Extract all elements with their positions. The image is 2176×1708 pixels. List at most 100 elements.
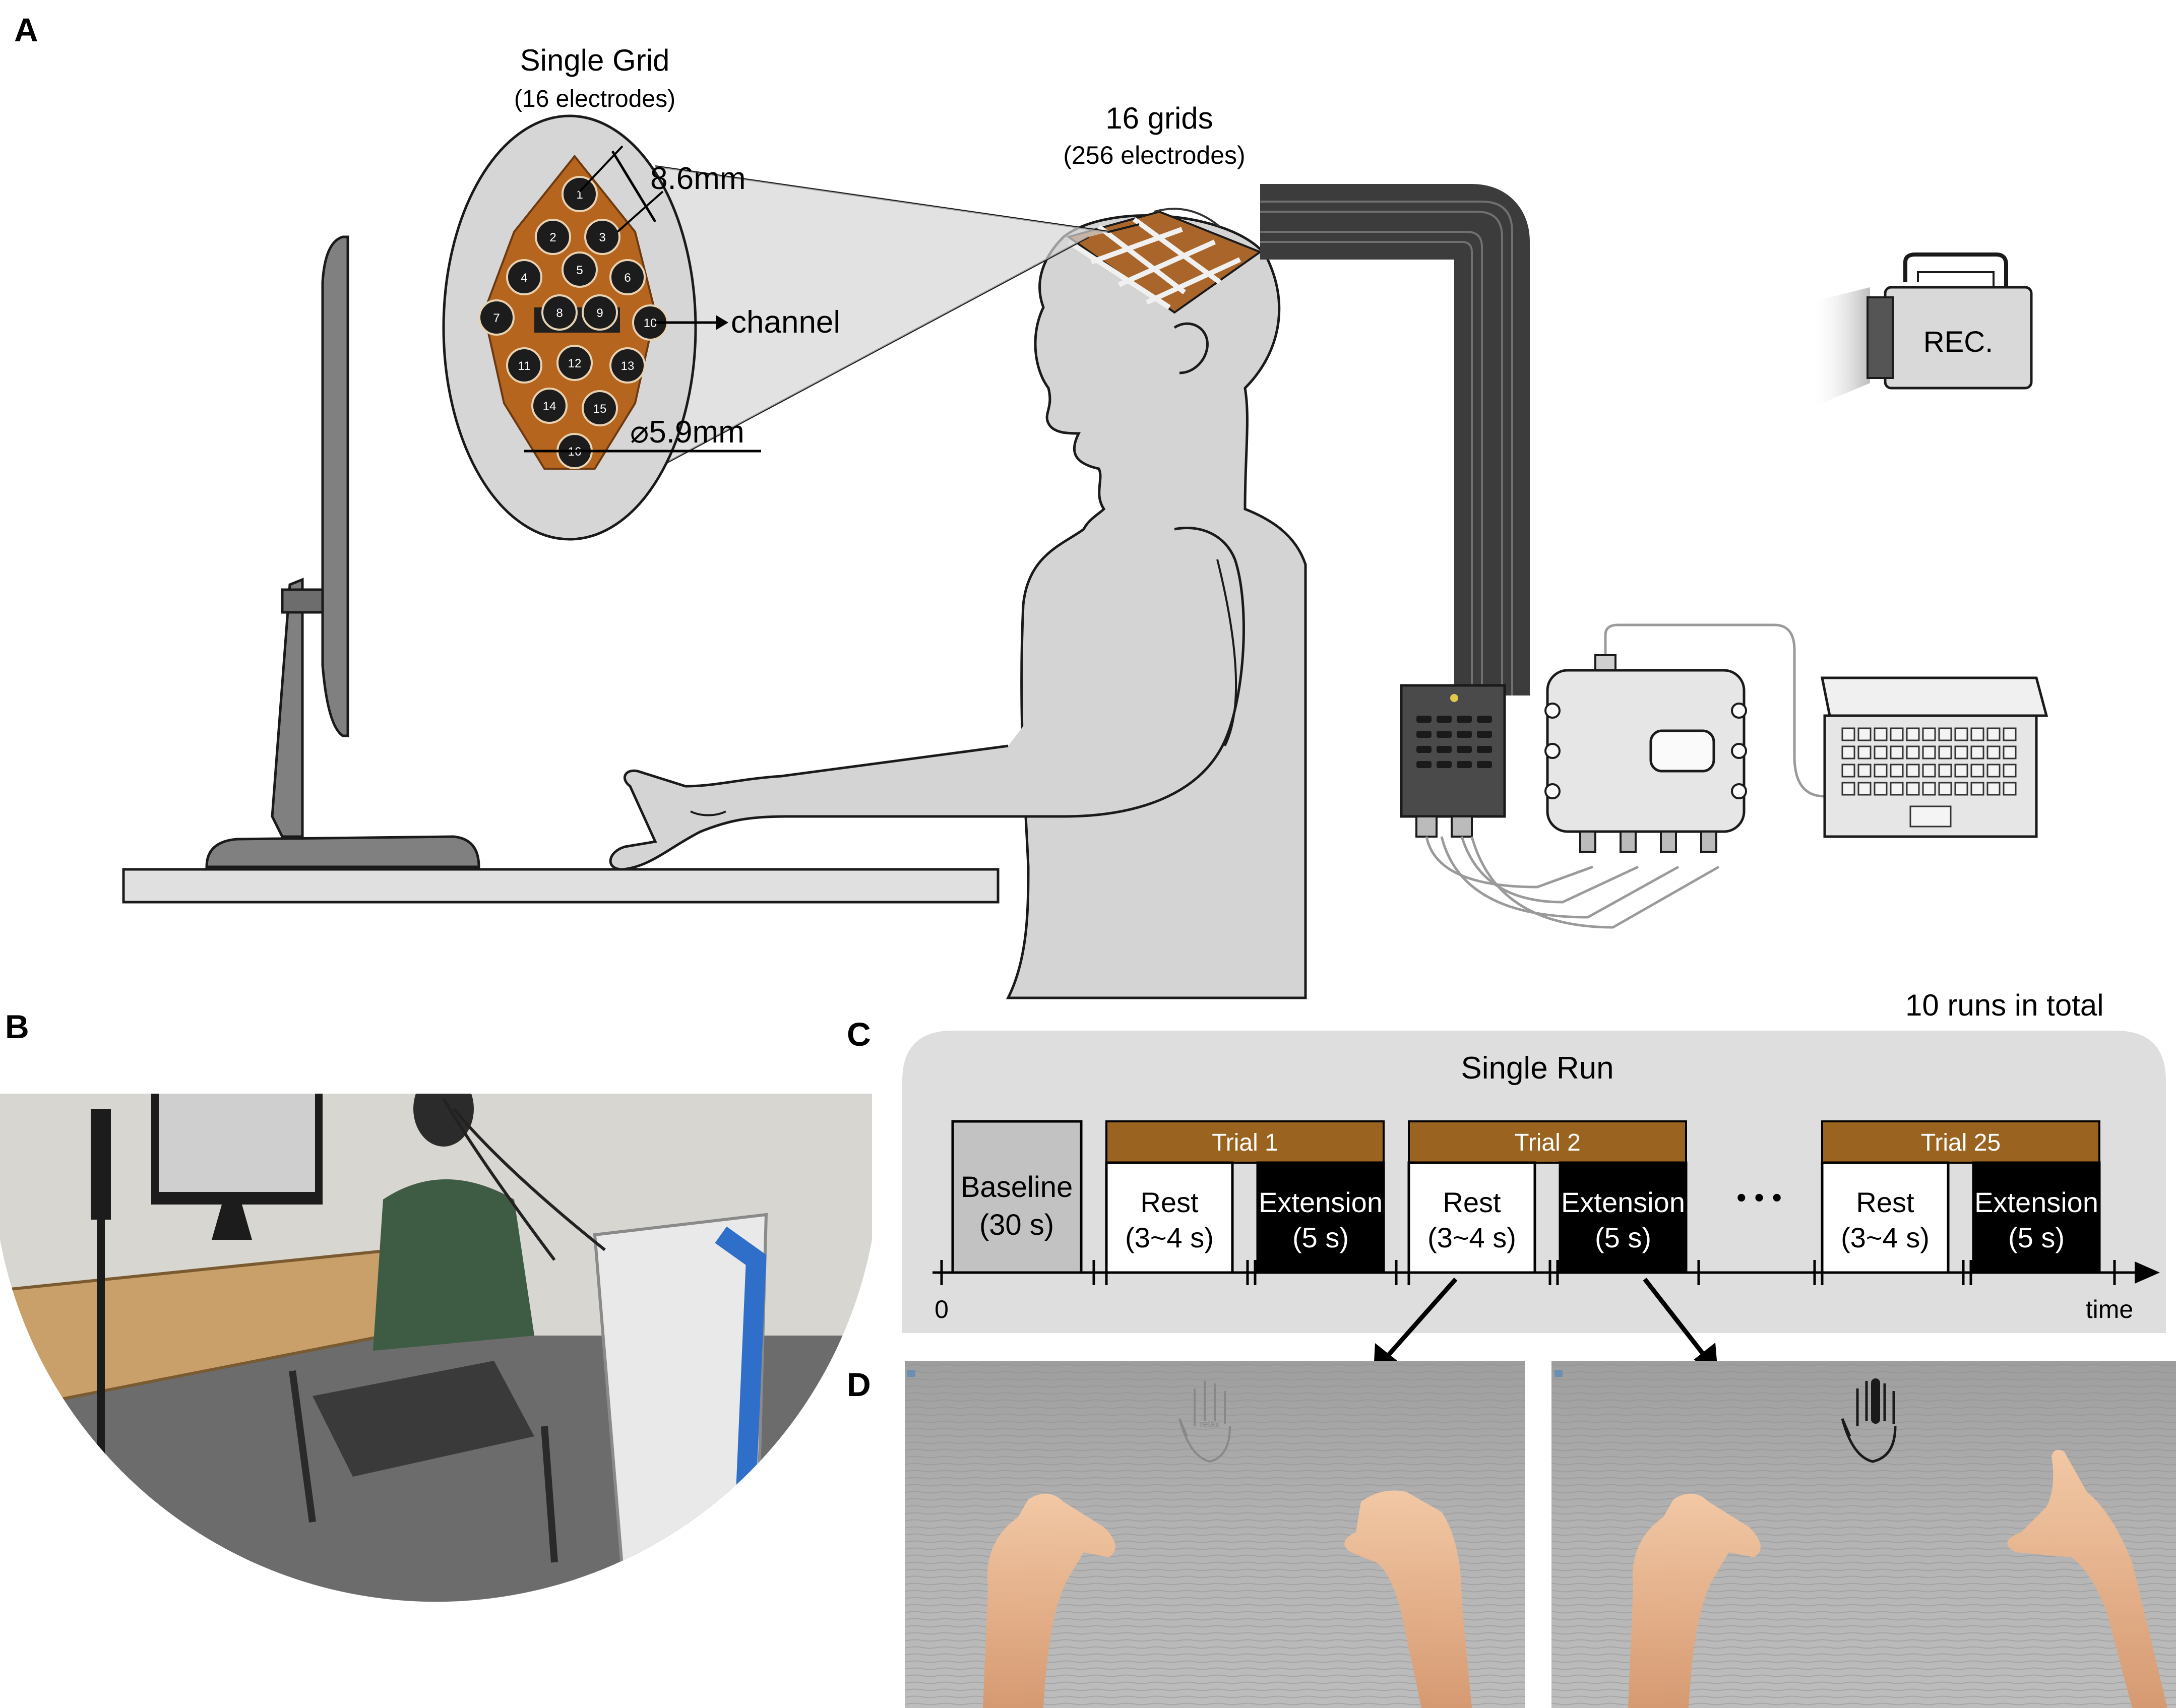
laptop-key (1841, 764, 1855, 778)
laptop-key (1970, 745, 1984, 760)
electrode (584, 219, 620, 255)
panel-label-a: A (14, 11, 38, 48)
electrode (562, 251, 598, 288)
electrode-number: 8 (556, 306, 563, 320)
baseline-block (951, 1120, 1083, 1274)
laptop-key (1922, 727, 1936, 741)
laptop-key (1954, 745, 1968, 760)
laptop-key (1906, 764, 1920, 778)
laptop-key (1954, 764, 1968, 778)
laptop-key (1938, 782, 1952, 796)
electrode-number: 5 (576, 264, 583, 277)
laptop-key (1857, 764, 1872, 778)
laptop-key (1874, 782, 1888, 796)
laptop-key (2003, 782, 2017, 796)
extension-block (1972, 1161, 2101, 1274)
panel-a: A (14, 11, 2048, 999)
laptop-key (1954, 727, 1968, 741)
right-hand-ext (2007, 1449, 2167, 1708)
electrode (582, 294, 618, 331)
trial-title: Trial 2 (1514, 1129, 1581, 1156)
laptop-key (1938, 745, 1952, 760)
monitor-illustration (205, 235, 480, 868)
electrode-number: 6 (624, 271, 631, 285)
rest-duration: (3~4 s) (1427, 1222, 1516, 1253)
laptop-key (2003, 764, 2017, 778)
electrode-number: 10 (644, 317, 657, 330)
electrode (609, 347, 646, 384)
axis-time-label: time (2086, 1295, 2133, 1323)
laptop-key (1857, 727, 1872, 741)
camera-rec-label: REC. (1923, 326, 1994, 358)
laptop-key (1922, 764, 1936, 778)
laptop-key (1841, 782, 1855, 796)
panel-label-d: D (847, 1366, 871, 1403)
electrode (562, 176, 598, 212)
trial-blocks: Trial 1 Rest (3~4 s) Extension (5 s) Trial 2 R… (1105, 1120, 2101, 1274)
electrode (535, 219, 571, 255)
grids-subtitle: (256 electrodes) (1063, 141, 1245, 169)
electrode-number: 13 (621, 359, 635, 373)
laptop-key (2003, 727, 2017, 741)
experiment-photo (0, 1094, 872, 1602)
participant-silhouette (609, 214, 1307, 999)
electrode-number: 11 (518, 359, 531, 373)
electrode (506, 347, 542, 384)
extension-block (1256, 1161, 1385, 1274)
electrode-number: 3 (599, 231, 605, 244)
laptop-key (1890, 782, 1904, 796)
left-hand-ext (1628, 1493, 1761, 1708)
trial-title: Trial 1 (1212, 1129, 1278, 1156)
extension-duration: (5 s) (1292, 1222, 1349, 1253)
single-grid-title: Single Grid (520, 43, 670, 77)
laptop-key (1938, 764, 1952, 778)
rest-duration: (3~4 s) (1841, 1222, 1930, 1253)
electrode (506, 259, 542, 295)
electrode-number: 7 (493, 311, 500, 325)
rest-block (1821, 1161, 1950, 1274)
screen-extension (1551, 1361, 2176, 1708)
electrode (556, 345, 593, 381)
electrode (478, 299, 515, 336)
extension-label: Extension (1561, 1186, 1685, 1218)
axis-start-label: 0 (935, 1295, 949, 1323)
relax-hand-icon (1178, 1381, 1231, 1463)
baseline-duration: (30 s) (979, 1209, 1054, 1241)
panel-b: B (0, 1008, 872, 1602)
electrode (609, 259, 646, 295)
laptop-key (1954, 782, 1968, 796)
single-grid-subtitle: (16 electrodes) (514, 86, 675, 112)
grids-title: 16 grids (1105, 101, 1213, 135)
extension-block (1559, 1161, 1688, 1274)
laptop-key (1857, 782, 1872, 796)
cable-bundle (1260, 184, 1530, 695)
laptop-key (1890, 745, 1904, 760)
laptop-key (2003, 745, 2017, 760)
laptop-key (1906, 782, 1920, 796)
laptop-key (1986, 745, 2001, 760)
extension-hand-icon (1841, 1378, 1897, 1463)
laptop-key (1922, 782, 1936, 796)
relax-caption: relax (1200, 1419, 1219, 1429)
connection-wires (1425, 623, 1825, 929)
laptop-key (1890, 727, 1904, 741)
total-runs-label: 10 runs in total (1905, 988, 2104, 1022)
laptop-key (1874, 745, 1888, 760)
single-run-title: Single Run (1461, 1051, 1613, 1086)
laptop-key (1986, 727, 2001, 741)
laptop-key (1970, 764, 1984, 778)
trial-title: Trial 25 (1921, 1129, 2001, 1156)
rest-label: Rest (1443, 1186, 1501, 1218)
channel-label: channel (731, 305, 840, 340)
panel-c: C 10 runs in total Single Run Baseline (… (847, 988, 2166, 1372)
desk (122, 868, 1000, 904)
laptop-key (1841, 727, 1855, 741)
amplifier-box (1400, 684, 1506, 838)
electrode-number: 12 (568, 357, 582, 370)
rest-label: Rest (1140, 1186, 1199, 1218)
laptop-key (1874, 764, 1888, 778)
laptop-key (1986, 782, 2001, 796)
electrode-number: 2 (549, 231, 556, 244)
